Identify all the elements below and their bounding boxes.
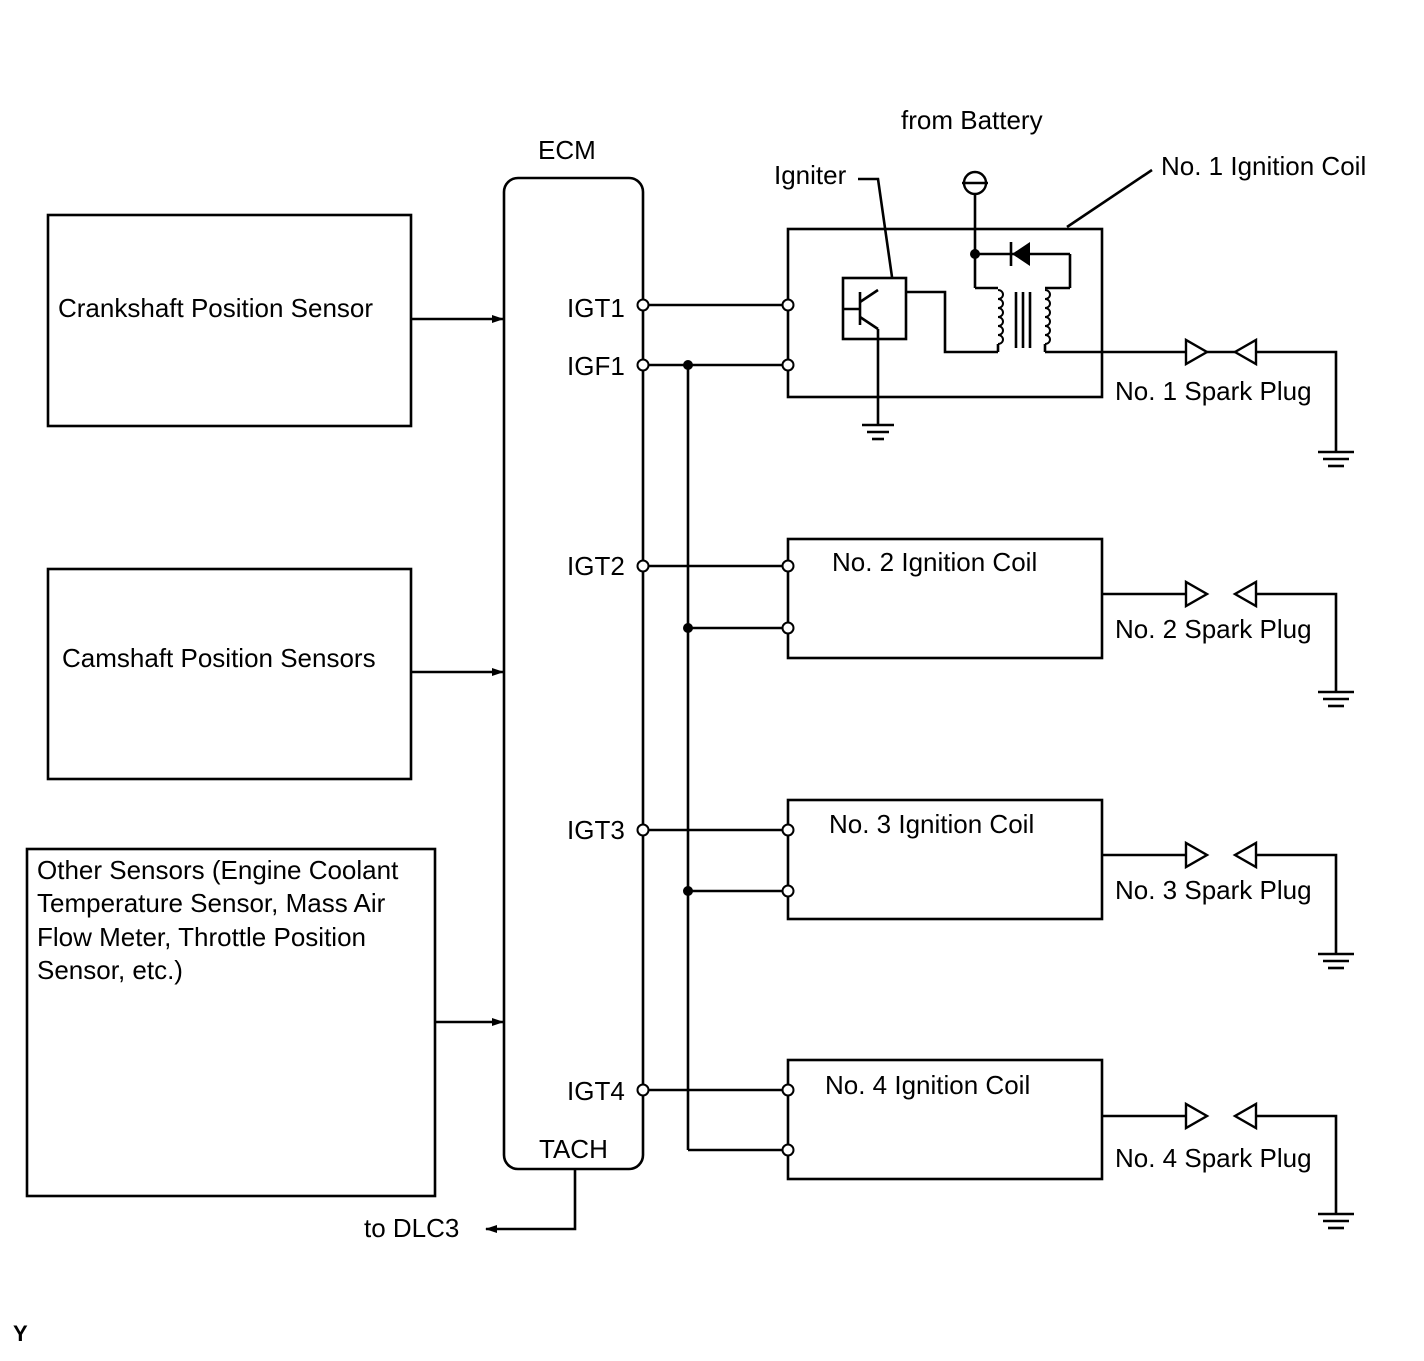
- spark-plug-3: No. 3 Spark Plug: [1115, 840, 1354, 970]
- spark-plug-1-label: No. 1 Spark Plug: [1115, 376, 1312, 406]
- ground-icon: [1318, 1212, 1354, 1230]
- spark-plug-4-label: No. 4 Spark Plug: [1115, 1143, 1312, 1173]
- diode-icon: [1009, 242, 1030, 266]
- ground-icon: [1318, 952, 1354, 970]
- coil-3: No. 3 Ignition Coil: [781, 798, 1186, 921]
- other-sensors-line-4: Sensor, etc.): [37, 955, 183, 985]
- pin-igt4: IGT4: [567, 1076, 625, 1106]
- igniter-primary-wire: [906, 290, 998, 354]
- ground-icon: [862, 423, 894, 441]
- other-sensors: Other Sensors (Engine Coolant Temperatur…: [25, 847, 504, 1198]
- coil-terminal: [781, 298, 795, 312]
- pin-igt3: IGT3: [567, 815, 625, 845]
- figure-mark: Y: [13, 1321, 28, 1346]
- dlc3-label: to DLC3: [364, 1213, 459, 1243]
- spark-plug-2: No. 2 Spark Plug: [1115, 579, 1354, 708]
- coil-4: No. 4 Ignition Coil: [781, 1058, 1186, 1181]
- coil-terminal: [781, 358, 795, 372]
- spark-plug-1: No. 1 Spark Plug: [1115, 337, 1354, 468]
- pin-igt2: IGT2: [567, 551, 625, 581]
- pin-igf1: IGF1: [567, 351, 625, 381]
- ground-icon: [1318, 450, 1354, 468]
- other-sensors-line-2: Temperature Sensor, Mass Air: [37, 888, 386, 918]
- spark-plug-4: No. 4 Spark Plug: [1115, 1101, 1354, 1230]
- ecm-block: ECM IGT1 IGF1 IGT2 IGT3 IGT4 TACH: [502, 135, 645, 1171]
- coil-terminal: [781, 1083, 795, 1097]
- camshaft-sensor: Camshaft Position Sensors: [46, 567, 504, 781]
- spark-gap-icon: [1184, 579, 1258, 609]
- ecm-terminal: [636, 559, 650, 573]
- battery-terminal-icon: [962, 170, 988, 196]
- ecm-terminal: [636, 298, 650, 312]
- coil-1-label: No. 1 Ignition Coil: [1161, 151, 1366, 181]
- spark-gap-icon: [1184, 337, 1258, 367]
- core-icon: [1014, 292, 1032, 348]
- secondary-winding-icon: [1043, 289, 1051, 352]
- ecm-terminal: [636, 358, 650, 372]
- coil-terminal: [781, 884, 795, 898]
- ecm-terminal: [636, 1083, 650, 1097]
- crankshaft-sensor-label: Crankshaft Position Sensor: [58, 293, 373, 323]
- camshaft-sensor-label: Camshaft Position Sensors: [62, 643, 376, 673]
- spark-plug-3-label: No. 3 Spark Plug: [1115, 875, 1312, 905]
- coil-3-label: No. 3 Ignition Coil: [829, 809, 1034, 839]
- ecm-label: ECM: [538, 135, 596, 165]
- ecm-coil-wiring: [636, 298, 788, 1152]
- crankshaft-sensor: Crankshaft Position Sensor: [46, 213, 504, 428]
- coil-terminal: [781, 559, 795, 573]
- junction-dot: [683, 360, 693, 370]
- other-sensors-line-1: Other Sensors (Engine Coolant: [37, 855, 399, 885]
- igniter-label: Igniter: [774, 160, 847, 190]
- pin-tach: TACH: [539, 1134, 608, 1164]
- ground-icon: [1318, 690, 1354, 708]
- coil-terminal: [781, 1143, 795, 1157]
- junction-dot: [683, 886, 693, 896]
- spark-plug-2-label: No. 2 Spark Plug: [1115, 614, 1312, 644]
- coil-4-label: No. 4 Ignition Coil: [825, 1070, 1030, 1100]
- tach-wire: [485, 1169, 577, 1233]
- coil-terminal: [781, 621, 795, 635]
- pin-igt1: IGT1: [567, 293, 625, 323]
- junction-dot: [683, 623, 693, 633]
- transistor-icon: [843, 288, 880, 425]
- coil-1: No. 1 Ignition Coil from Battery Igniter: [774, 105, 1366, 441]
- ecm-terminal: [636, 823, 650, 837]
- spark-gap-icon: [1184, 840, 1258, 870]
- coil-1-leader: [1066, 168, 1153, 229]
- other-sensors-line-3: Flow Meter, Throttle Position: [37, 922, 366, 952]
- tach-output: to DLC3: [364, 1169, 577, 1243]
- coil-terminal: [781, 823, 795, 837]
- igniter-leader: [858, 177, 894, 278]
- spark-gap-icon: [1184, 1101, 1258, 1131]
- coil-2: No. 2 Ignition Coil: [781, 537, 1186, 660]
- coil-2-label: No. 2 Ignition Coil: [832, 547, 1037, 577]
- from-battery-label: from Battery: [901, 105, 1043, 135]
- primary-winding-icon: [996, 289, 1004, 352]
